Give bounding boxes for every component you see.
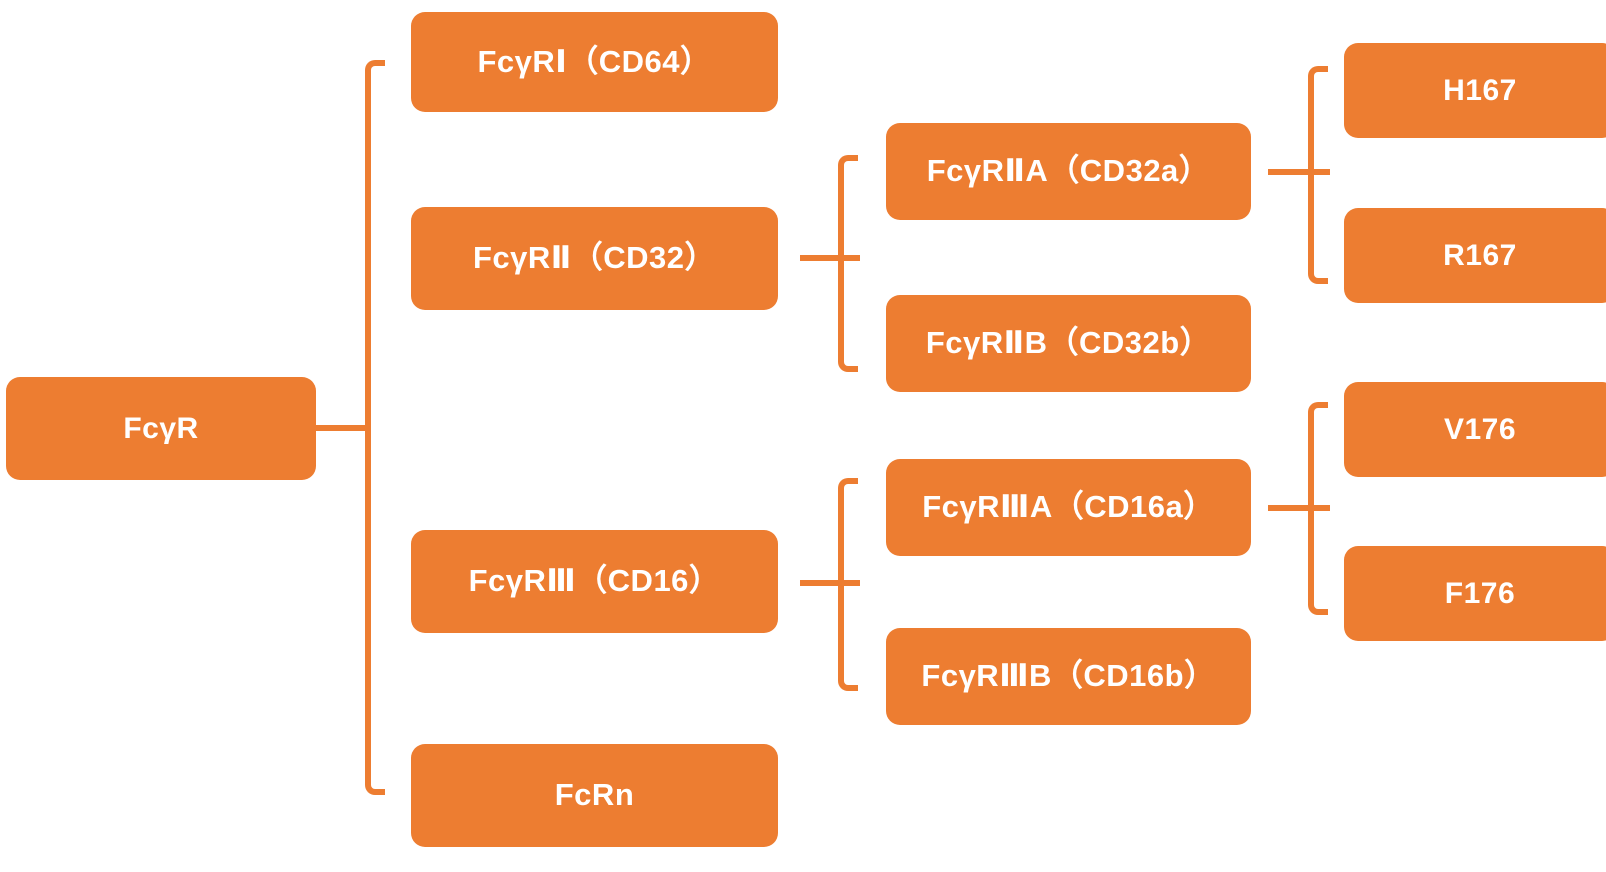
node-fcgr-3-cd16[interactable]: FcγRⅢ（CD16）	[411, 530, 778, 633]
connector-stub-fcgr2a	[1268, 169, 1330, 175]
bracket-fcgr3a-to-allotypes	[1308, 402, 1328, 615]
node-fcgr-2-cd32[interactable]: FcγRⅡ（CD32）	[411, 207, 778, 310]
node-fcgr-1-cd64[interactable]: FcγRⅠ（CD64）	[411, 12, 778, 112]
node-allotype-v176[interactable]: V176	[1344, 382, 1606, 477]
connector-stub-fcgr2	[800, 255, 860, 261]
connector-stub-fcgr3	[800, 580, 860, 586]
node-allotype-r167[interactable]: R167	[1344, 208, 1606, 303]
node-fcgr-root[interactable]: FcγR	[6, 377, 316, 480]
bracket-fcgr2-to-subtypes	[838, 155, 858, 372]
node-fcgr-2b-cd32b[interactable]: FcγRⅡB（CD32b）	[886, 295, 1251, 392]
node-fcgr-3a-cd16a[interactable]: FcγRⅢA（CD16a）	[886, 459, 1251, 556]
node-fcgr-3b-cd16b[interactable]: FcγRⅢB（CD16b）	[886, 628, 1251, 725]
node-allotype-f176[interactable]: F176	[1344, 546, 1606, 641]
bracket-root-to-level2	[365, 60, 385, 795]
node-allotype-h167[interactable]: H167	[1344, 43, 1606, 138]
connector-stub-fcgr3a	[1268, 505, 1330, 511]
node-fcgr-2a-cd32a[interactable]: FcγRⅡA（CD32a）	[886, 123, 1251, 220]
node-fcrn[interactable]: FcRn	[411, 744, 778, 847]
bracket-fcgr3-to-subtypes	[838, 478, 858, 691]
connector-stub-root	[316, 425, 371, 431]
bracket-fcgr2a-to-allotypes	[1308, 66, 1328, 284]
